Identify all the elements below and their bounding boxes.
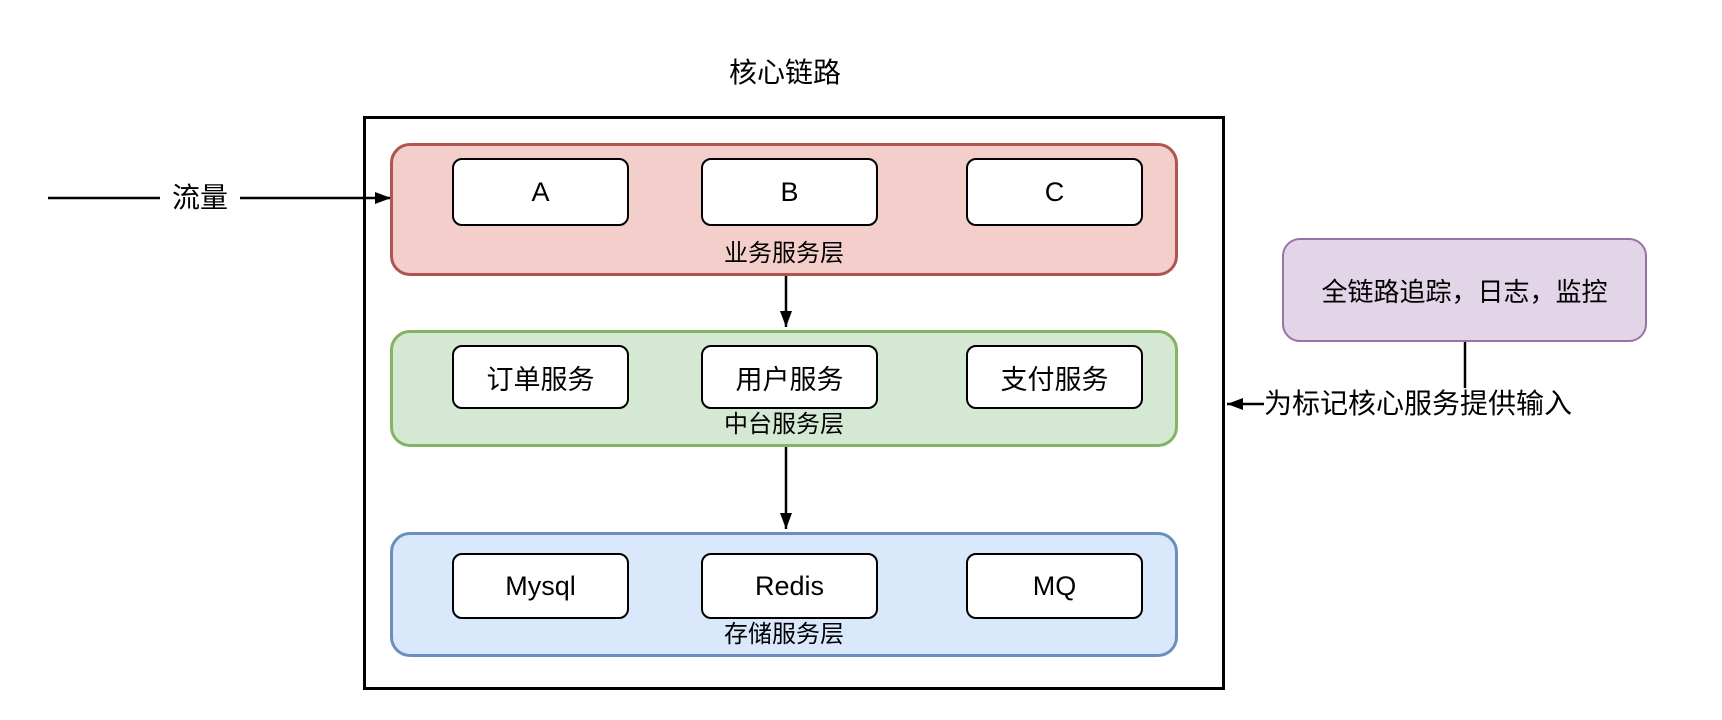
node-user-service: 用户服务 xyxy=(701,345,878,409)
observability-note-text: 全链路追踪，日志，监控 xyxy=(1321,276,1608,307)
node-user-service-label: 用户服务 xyxy=(735,364,844,395)
diagram-title: 核心链路 xyxy=(728,57,841,88)
core-link-container xyxy=(363,116,1225,690)
layer-storage: Mysql Redis MQ 存储服务层 xyxy=(390,532,1178,657)
node-b-label: B xyxy=(780,176,799,207)
node-a: A xyxy=(452,158,629,226)
layer-business: A B C 业务服务层 xyxy=(390,143,1178,276)
layer-middle-label: 中台服务层 xyxy=(724,411,844,438)
node-c-label: C xyxy=(1044,176,1065,207)
layer-storage-label: 存储服务层 xyxy=(724,621,844,648)
node-mysql: Mysql xyxy=(452,553,629,619)
node-a-label: A xyxy=(531,176,550,207)
node-order-service: 订单服务 xyxy=(452,345,629,409)
layer-middle-platform: 订单服务 用户服务 支付服务 中台服务层 xyxy=(390,330,1178,447)
node-c: C xyxy=(966,158,1143,226)
node-mq-label: MQ xyxy=(1032,570,1077,601)
node-order-service-label: 订单服务 xyxy=(486,364,595,395)
node-mq: MQ xyxy=(966,553,1143,619)
layer-business-label: 业务服务层 xyxy=(724,240,844,267)
node-redis-label: Redis xyxy=(754,570,825,601)
traffic-label: 流量 xyxy=(160,180,240,216)
observability-note-box: 全链路追踪，日志，监控 xyxy=(1282,238,1647,342)
node-payment-service-label: 支付服务 xyxy=(1000,364,1109,395)
node-redis: Redis xyxy=(701,553,878,619)
annotation-label: 为标记核心服务提供输入 xyxy=(1264,388,1573,419)
node-payment-service: 支付服务 xyxy=(966,345,1143,409)
node-b: B xyxy=(701,158,878,226)
node-mysql-label: Mysql xyxy=(505,570,576,601)
